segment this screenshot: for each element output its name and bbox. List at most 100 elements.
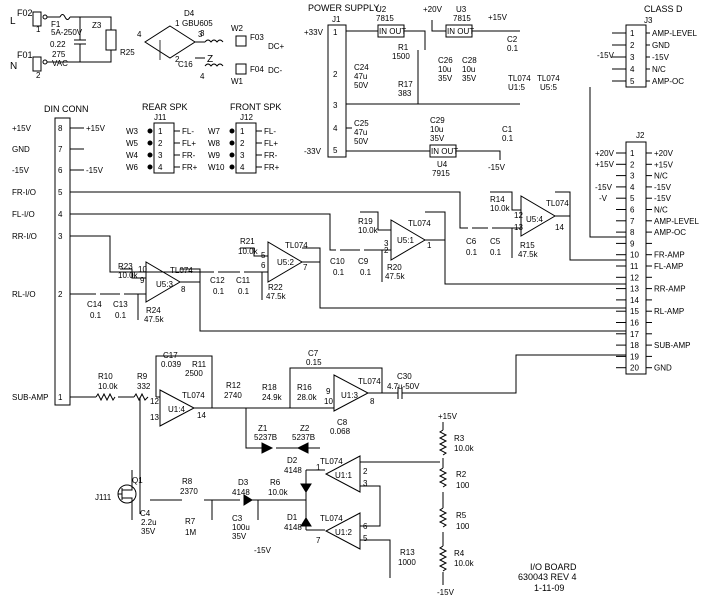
din-label-2: -15V xyxy=(12,166,30,175)
opamp-u54: U5:4 TL074 12 13 14 R14 10.0k R15 47.5k … xyxy=(70,191,571,259)
j2-pin-9: 9 xyxy=(630,239,635,248)
cap-value: 0.22 xyxy=(50,40,66,49)
j2-pin-11: 11 xyxy=(630,262,639,271)
u54-pin-out: 14 xyxy=(555,223,564,232)
rear-spk-dot-3 xyxy=(147,164,153,170)
j3-pin-3: 3 xyxy=(630,53,635,62)
j3-label: J3 xyxy=(644,16,653,25)
din-rail-pos: +15V xyxy=(86,124,106,133)
c17-value: 0.039 xyxy=(161,360,182,369)
j2-left-tag-v: -V xyxy=(599,194,608,203)
r8-label: R8 xyxy=(182,477,193,486)
zener-z1 xyxy=(261,442,274,454)
cap-voltage-1: 275 xyxy=(52,50,66,59)
connector-din xyxy=(54,117,71,406)
r22-label: R22 xyxy=(268,283,283,292)
j3-signal-2: GND xyxy=(652,41,670,50)
front-spk-title: FRONT SPK xyxy=(230,102,281,112)
r15-value: 47.5k xyxy=(518,250,539,259)
d3-part: 4148 xyxy=(232,488,250,497)
psu-title: POWER SUPPLY xyxy=(308,3,379,13)
c28-value: 10u xyxy=(462,65,475,74)
u12-pin-5: 5 xyxy=(363,534,368,543)
rear-spk-wire-3: W6 xyxy=(126,163,139,172)
u3-label: U3 xyxy=(456,5,467,14)
din-label-4: FL-I/O xyxy=(12,210,35,219)
rear-spk-signal-0: FL- xyxy=(182,127,194,136)
fuse-f02-label: F02 xyxy=(17,8,33,18)
r24-label: R24 xyxy=(146,306,161,315)
j3-signal-3: -15V xyxy=(652,53,670,62)
rail-m15-top: -15V xyxy=(488,163,506,172)
j2-pin-3: 3 xyxy=(630,172,635,181)
j2-pin-19: 19 xyxy=(630,352,639,361)
dc-plus-label: DC+ xyxy=(268,42,285,51)
front-spk-wire-0: W7 xyxy=(208,127,221,136)
u12-part: TL074 xyxy=(320,514,343,523)
r19-label: R19 xyxy=(358,217,373,226)
c29-label: C29 xyxy=(430,116,445,125)
opamp-u11-symbol xyxy=(324,455,361,493)
r16-value: 28.0k xyxy=(297,393,318,402)
r16-label: R16 xyxy=(297,383,312,392)
j1-label: J1 xyxy=(332,15,341,24)
ac-wiring xyxy=(47,16,112,63)
j3-signal-5: AMP-OC xyxy=(652,77,684,86)
opamp-u14-symbol xyxy=(159,389,196,427)
u52-part: TL074 xyxy=(285,241,308,250)
c26-voltage: 35V xyxy=(438,74,453,83)
choke-z: Z xyxy=(207,54,213,65)
u53-wiring xyxy=(70,268,201,320)
u14-wiring xyxy=(70,355,226,514)
c4-value: 2.2u xyxy=(141,518,157,527)
r12-label: R12 xyxy=(226,381,241,390)
din-pin-1: 1 xyxy=(58,393,63,402)
q1-part: J111 xyxy=(95,493,112,502)
r10-label: R10 xyxy=(98,372,113,381)
c12-value: 0.1 xyxy=(213,287,225,296)
rear-spk-signal-1: FL+ xyxy=(182,139,196,148)
u11-u12-wiring xyxy=(360,461,440,578)
c5-value: 0.1 xyxy=(490,248,502,257)
j2-pin-7: 7 xyxy=(630,217,635,226)
terminal-f03 xyxy=(235,35,247,47)
r23-label: R23 xyxy=(118,262,133,271)
front-spk-pin-1: 1 xyxy=(240,127,245,136)
u4-wiring xyxy=(456,150,501,160)
c28-label: C28 xyxy=(462,56,477,65)
level-rail-neg: -15V xyxy=(254,546,272,555)
power-supply-section: POWER SUPPLY J1 +33V -33V 1 2 3 4 5 U2 7… xyxy=(304,3,560,178)
jfet-q1-leads xyxy=(118,484,133,506)
u4-inout: IN OUT xyxy=(431,147,458,156)
r21-value: 10.0k xyxy=(238,247,259,256)
z1-label: Z1 xyxy=(258,424,268,433)
u54-pin-a: 12 xyxy=(514,211,523,220)
r6-label: R6 xyxy=(270,478,281,487)
bridge-pin-4: 4 xyxy=(137,30,142,39)
c29-voltage: 35V xyxy=(430,134,445,143)
j2-pin-1: 1 xyxy=(630,149,635,158)
output-bus-wiring xyxy=(199,87,626,332)
u53-pin-b: 9 xyxy=(140,276,145,285)
j2-signal-3: N/C xyxy=(654,172,668,181)
u13-part: TL074 xyxy=(358,377,381,386)
r10-r9-symbols xyxy=(95,392,149,402)
j2-label: J2 xyxy=(636,131,645,140)
din-label-1: GND xyxy=(12,145,30,154)
level-wiring xyxy=(131,469,325,531)
j2-pin-6: 6 xyxy=(630,206,635,215)
rear-spk-signal-2: FR- xyxy=(182,151,196,160)
u4-label: U4 xyxy=(437,160,448,169)
r18-value: 24.9k xyxy=(262,393,283,402)
c14-value: 0.1 xyxy=(90,311,102,320)
u51-wiring xyxy=(70,211,446,282)
front-spk-signal-0: FL- xyxy=(264,127,276,136)
u11-pin-3: 3 xyxy=(363,479,368,488)
j3-pin-5: 5 xyxy=(630,77,635,86)
r15-label: R15 xyxy=(520,241,535,250)
board-number: 630043 REV 4 xyxy=(518,572,577,582)
u54-label: U5:4 xyxy=(526,215,543,224)
rear-spk-signal-3: FR+ xyxy=(182,163,198,172)
